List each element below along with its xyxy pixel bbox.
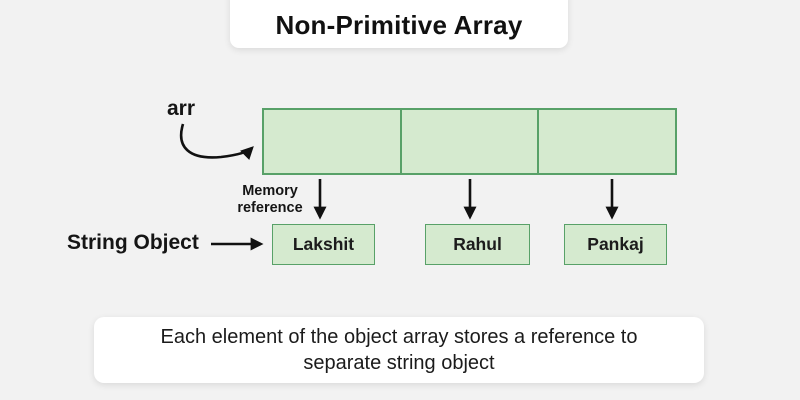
string-object-box: Rahul <box>425 224 530 265</box>
string-object-box: Lakshit <box>272 224 375 265</box>
string-object-box: Pankaj <box>564 224 667 265</box>
arr-pointer-arrow <box>179 123 254 160</box>
memory-reference-label: Memory reference <box>237 183 303 216</box>
caption-panel: Each element of the object array stores … <box>94 317 704 383</box>
title-panel: Non-Primitive Array <box>230 0 568 48</box>
array-box <box>262 108 677 175</box>
array-variable-label: arr <box>167 97 196 120</box>
caption-text: Each element of the object array stores … <box>160 325 638 374</box>
array-cell <box>264 110 400 173</box>
array-cell <box>399 110 538 173</box>
page-title: Non-Primitive Array <box>275 9 523 40</box>
array-cell <box>537 110 675 173</box>
string-object-label: String Object <box>67 231 199 254</box>
